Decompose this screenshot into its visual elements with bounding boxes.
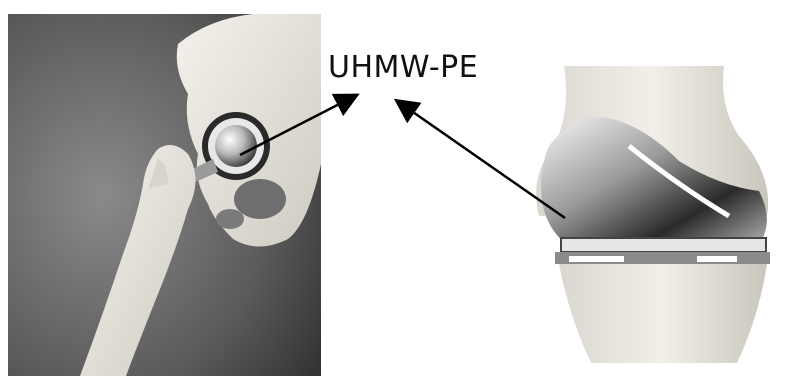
hip-implant-photo	[8, 14, 321, 376]
knee-implant-illustration	[509, 66, 787, 363]
uhmw-pe-label: UHMW-PE	[328, 50, 478, 85]
hip-implant-illustration	[8, 14, 321, 376]
knee-implant-photo	[509, 66, 787, 363]
